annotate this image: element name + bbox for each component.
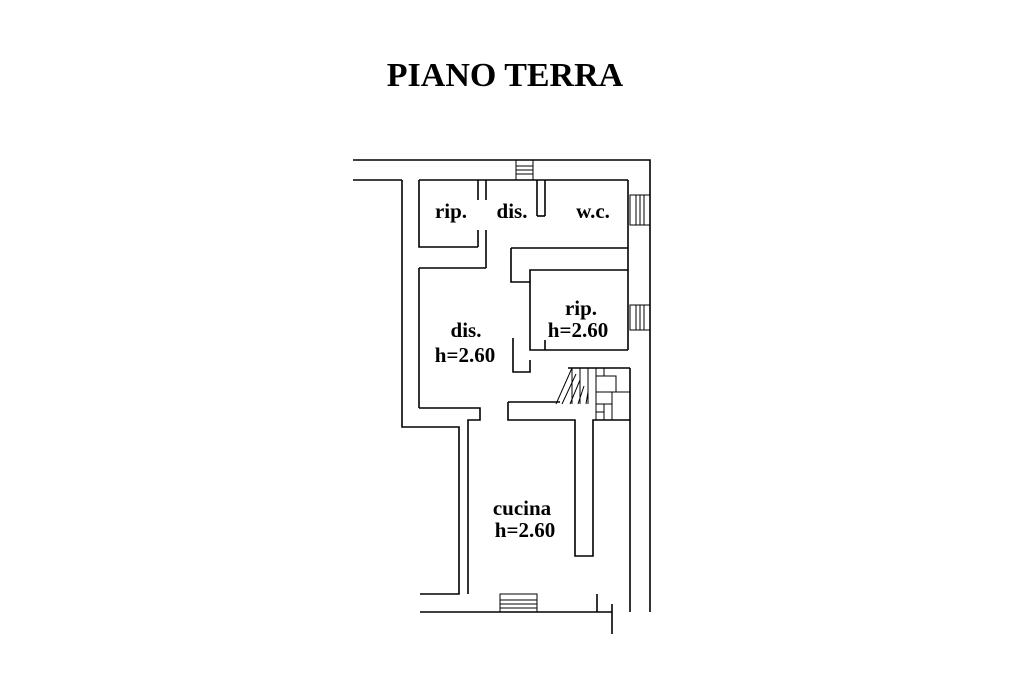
room-label-cucina: cucina — [493, 496, 552, 520]
room-height-dis-large: h=2.60 — [435, 343, 495, 367]
small-rooms-walls — [418, 180, 628, 268]
room-label-dis-small: dis. — [497, 199, 528, 223]
room-label-rip-large: rip. — [565, 296, 597, 320]
room-label-wc: w.c. — [576, 199, 610, 223]
windows — [499, 159, 651, 613]
staircase — [555, 367, 630, 420]
room-height-cucina: h=2.60 — [495, 518, 555, 542]
outer-walls — [353, 159, 651, 613]
room-label-dis-large: dis. — [451, 318, 482, 342]
middle-walls — [418, 248, 630, 594]
plan-title: PIANO TERRA — [387, 57, 624, 94]
entry-door — [596, 594, 613, 634]
room-height-rip-large: h=2.60 — [548, 318, 608, 342]
room-label-rip-small: rip. — [435, 199, 467, 223]
